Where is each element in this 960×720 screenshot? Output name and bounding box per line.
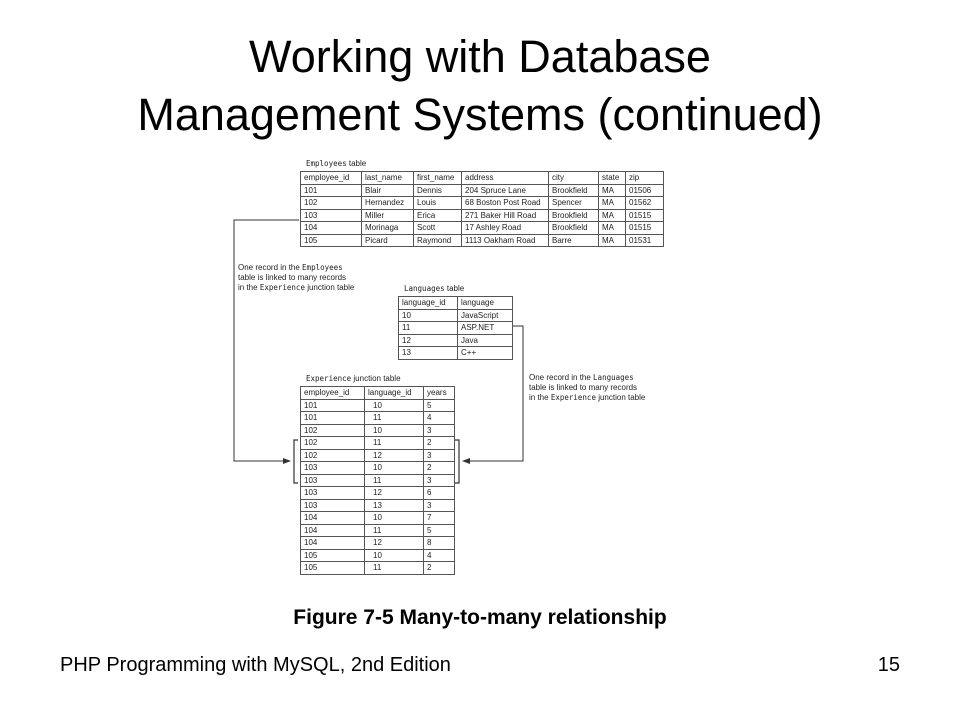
experience-cell: 105 [300, 561, 365, 575]
slide-title: Working with Database Management Systems… [0, 28, 960, 144]
employees-cell: Picard [361, 233, 414, 247]
languages-table-label: Languages table [404, 284, 464, 293]
languages-cell: 13 [398, 346, 458, 360]
languages-cell: C++ [457, 346, 513, 360]
footer-book-title: PHP Programming with MySQL, 2nd Edition [60, 654, 451, 676]
experience-table-suffix: junction table [353, 374, 401, 383]
experience-table-name: Experience [306, 374, 352, 383]
employees-cell: 01531 [625, 233, 664, 247]
note-left-line-2: table is linked to many records [238, 273, 347, 282]
note-right-line-3: in the [529, 393, 549, 402]
employees-cell: 01562 [625, 196, 664, 210]
note-right-code-3: Experience [550, 393, 596, 402]
note-left-line-1: One record in the [238, 263, 300, 272]
experience-cell: 2 [423, 561, 455, 575]
experience-table-label: Experience junction table [306, 374, 401, 383]
languages-table-suffix: table [446, 284, 465, 293]
experience-left-bracket [293, 439, 298, 484]
note-left-code-3: Experience [259, 283, 305, 292]
figure-caption: Figure 7-5 Many-to-many relationship [293, 606, 667, 629]
note-left-line-3-end: junction table [307, 283, 355, 292]
note-right-line-2: table is linked to many records [529, 383, 638, 392]
note-right-code-1: Languages [593, 373, 634, 382]
note-left-line-3: in the [238, 283, 258, 292]
note-employees-link: One record in the Employees table is lin… [238, 263, 354, 293]
employees-table-suffix: table [348, 159, 367, 168]
note-right-line-1: One record in the [529, 373, 591, 382]
title-line-1: Working with Database [249, 31, 711, 82]
note-languages-link: One record in the Languages table is lin… [529, 373, 645, 403]
experience-cell: 11 [364, 561, 424, 575]
experience-cell: 6 [423, 486, 455, 500]
employees-cell: Barre [548, 233, 599, 247]
languages-to-experience-line [462, 325, 524, 464]
employees-to-experience-line [233, 219, 299, 464]
note-right-line-3-end: junction table [598, 393, 646, 402]
employees-table-name: Employees [306, 159, 347, 168]
note-left-code-1: Employees [302, 263, 343, 272]
employees-table-label: Employees table [306, 159, 366, 168]
experience-right-bracket [455, 439, 460, 484]
languages-table-name: Languages [404, 284, 445, 293]
footer-page-number: 15 [877, 654, 900, 676]
title-line-2: Management Systems (continued) [137, 89, 823, 140]
